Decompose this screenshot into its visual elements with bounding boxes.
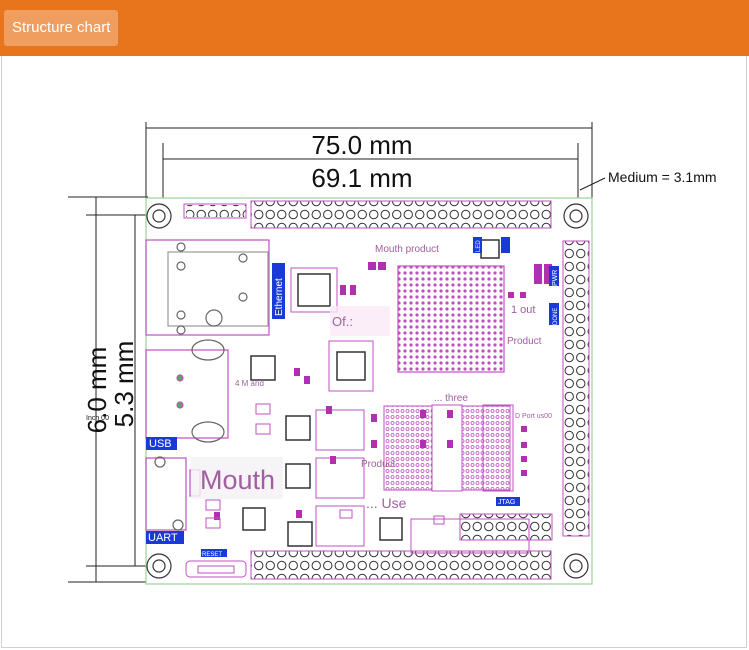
board-height-label: 6.0 mm xyxy=(82,347,112,434)
uart-label: UART xyxy=(148,532,178,544)
mouth-label: Mouth xyxy=(200,465,275,495)
product-mid-label: Product xyxy=(361,459,396,470)
inch-label: Inch 00 xyxy=(86,415,109,422)
done-label: DONE xyxy=(553,308,559,325)
silkscreen-label-boxes xyxy=(146,237,559,557)
header-bar: Structure chart xyxy=(0,0,749,56)
of-overlay-box xyxy=(330,306,390,336)
ethernet-jack xyxy=(145,239,270,336)
dport-label: D Port us00 xyxy=(515,413,552,420)
three-label: ... three xyxy=(434,393,468,404)
reset-label: RESET xyxy=(202,552,222,558)
structure-chart-title-button[interactable]: Structure chart xyxy=(4,10,119,46)
pin-headers xyxy=(183,200,590,580)
board-width-label: 75.0 mm xyxy=(311,130,412,160)
product-right-label: Product xyxy=(507,336,542,347)
of-label: Of.: xyxy=(332,314,353,329)
four-m-label: 4 M and xyxy=(235,379,264,388)
passive-components xyxy=(214,262,552,520)
bga-chip xyxy=(397,265,505,373)
pwr-label: PWR xyxy=(552,270,559,286)
usb-connector xyxy=(145,339,229,443)
mounting-holes xyxy=(146,203,589,579)
led-label: LED xyxy=(476,240,482,252)
one-out-label: 1 out xyxy=(511,304,535,316)
mouth-product-label: Mouth product xyxy=(375,244,439,255)
capacitors xyxy=(205,403,445,529)
mouth-overlay-box xyxy=(191,457,283,499)
reset-button-footprint xyxy=(185,560,247,578)
board-inner-height-label: 5.3 mm xyxy=(109,341,139,428)
content-frame xyxy=(1,56,747,648)
mounting-hole-callout: Medium = 3.1mm xyxy=(608,169,717,185)
dimension-lines xyxy=(68,122,606,583)
ethernet-label: Ethernet xyxy=(274,278,285,316)
board-inner-width-label: 69.1 mm xyxy=(311,163,412,193)
use-label: ... Use xyxy=(366,495,407,511)
usb-label: USB xyxy=(149,438,172,450)
jtag-label: JTAG xyxy=(498,499,515,506)
